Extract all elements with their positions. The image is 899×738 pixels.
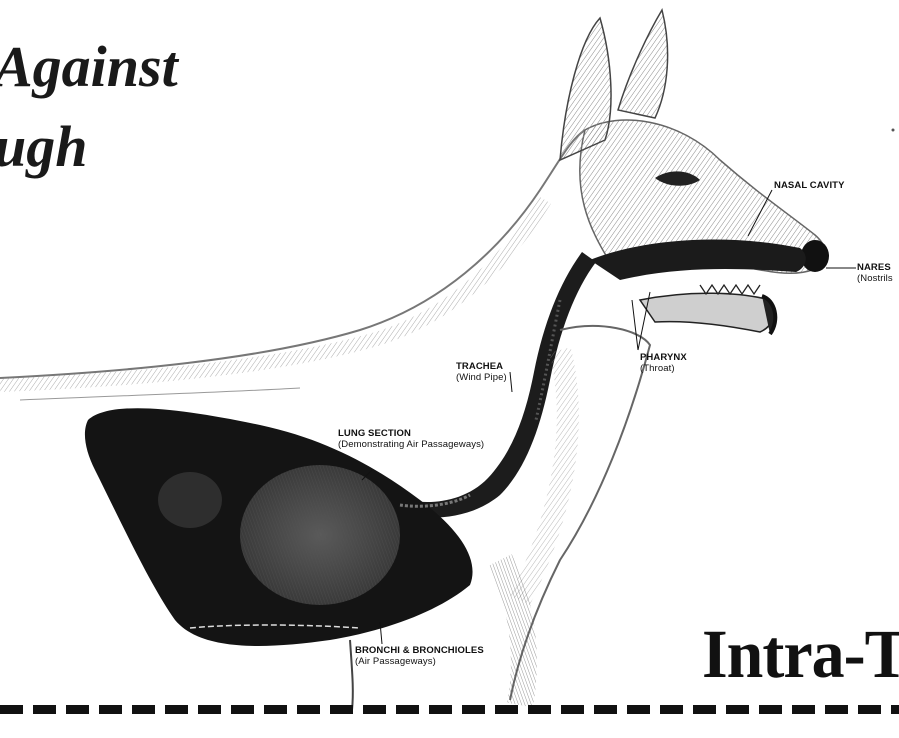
dashed-cut-line [0,705,899,714]
label-trachea-name: TRACHEA [456,361,503,372]
label-nares-name: NARES [857,262,891,273]
label-bronchi-sub: (Air Passageways) [355,656,484,667]
label-trachea: TRACHEA (Wind Pipe) [456,361,507,383]
label-pharynx-name: PHARYNX [640,352,687,363]
label-pharynx-sub: (Throat) [640,363,687,374]
dog-ear-left [560,18,611,160]
label-lung-section: LUNG SECTION (Demonstrating Air Passagew… [338,428,484,450]
label-nares: NARES (Nostrils [857,262,893,284]
label-lung-sub: (Demonstrating Air Passageways) [338,439,484,450]
label-nasal-cavity: NASAL CAVITY [774,180,845,191]
label-bronchi-name: BRONCHI & BRONCHIOLES [355,645,484,656]
label-bronchi: BRONCHI & BRONCHIOLES (Air Passageways) [355,645,484,667]
dog-ear-right [618,10,668,118]
label-nares-sub: (Nostrils [857,273,893,284]
label-pharynx: PHARYNX (Throat) [640,352,687,374]
dog-jaw [640,293,774,332]
label-trachea-sub: (Wind Pipe) [456,372,507,383]
label-lung-name: LUNG SECTION [338,428,411,439]
brand-logo: Intra-T [702,620,899,689]
